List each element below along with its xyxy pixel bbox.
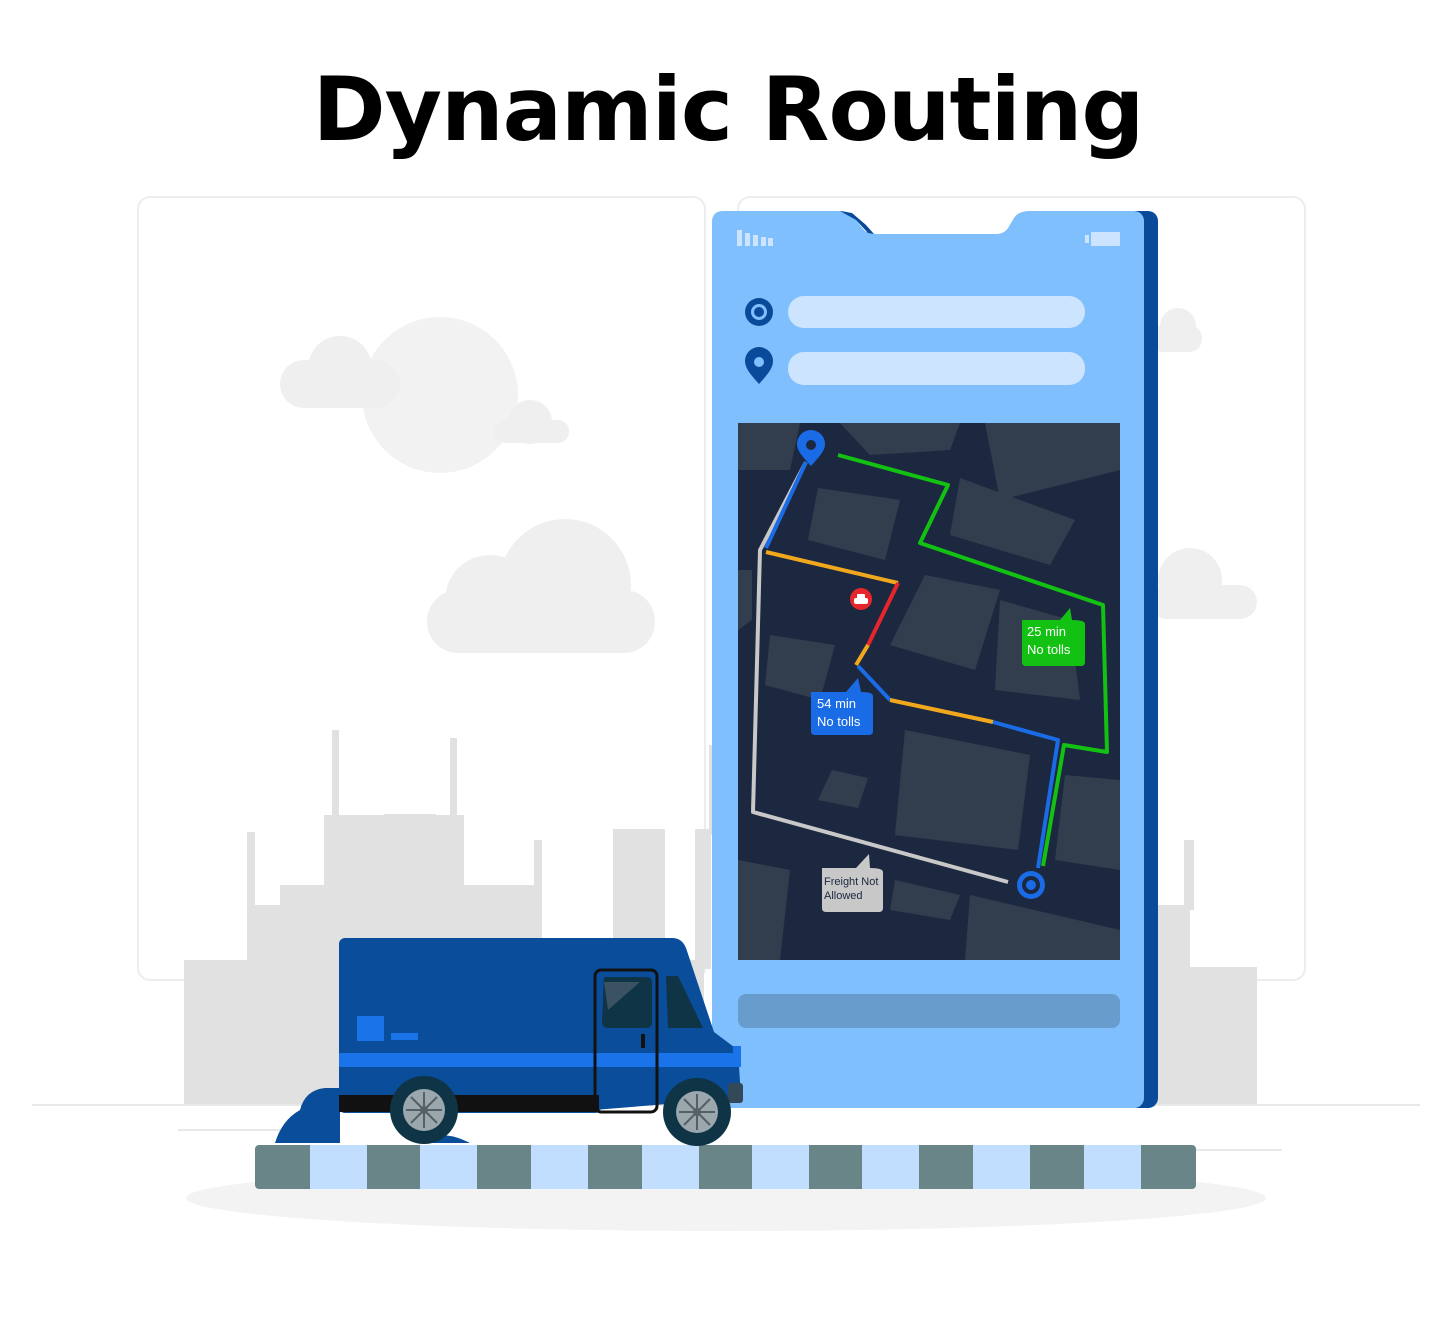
green-route-bubble[interactable]: 25 min No tolls (1022, 608, 1085, 666)
cab-door (593, 968, 659, 1114)
cloud-icon (494, 400, 569, 444)
start-navigation-bar[interactable] (738, 994, 1120, 1028)
green-route-tolls: No tolls (1027, 642, 1071, 657)
blue-yellow-route[interactable] (765, 550, 899, 585)
battery-icon (1085, 232, 1120, 246)
road (255, 1145, 1196, 1189)
cloud-icon (280, 336, 400, 408)
phone-notch (840, 211, 1030, 234)
green-route-time: 25 min (1027, 624, 1066, 639)
cloud-icon (427, 519, 655, 653)
blue-route-tolls: No tolls (817, 714, 861, 729)
destination-target-icon (1017, 871, 1045, 899)
signal-bars-icon (737, 230, 773, 246)
delivery-truck (275, 938, 743, 1146)
blue-route-bubble[interactable]: 54 min No tolls (811, 678, 873, 735)
start-pin-icon (797, 430, 825, 466)
gray-route-note-2: Allowed (824, 890, 863, 902)
cloud-icon (1150, 548, 1257, 619)
gray-route-note: Freight Not (824, 876, 878, 888)
gray-route[interactable] (751, 461, 1009, 884)
wheel-icon (663, 1078, 731, 1146)
blue-route-time: 54 min (817, 696, 856, 711)
destination-input[interactable] (788, 352, 1085, 385)
page-title: Dynamic Routing (312, 58, 1145, 161)
origin-target-icon (745, 298, 773, 326)
map-blocks (738, 423, 1120, 960)
cargo-box (339, 938, 601, 1113)
gray-route-bubble[interactable]: Freight Not Allowed (822, 854, 883, 912)
cloud-icon (1150, 308, 1202, 352)
location-pin-icon (745, 347, 773, 384)
green-route[interactable] (837, 453, 1109, 867)
car-crash-icon (850, 588, 872, 610)
sun-icon (362, 317, 518, 473)
wheel-icon (390, 1076, 458, 1144)
origin-input[interactable] (788, 296, 1085, 328)
truck-stripe (339, 1053, 741, 1067)
smartphone: 25 min No tolls 54 min No tolls Freight … (712, 211, 1158, 1108)
route-map[interactable]: 25 min No tolls 54 min No tolls Freight … (738, 423, 1120, 960)
